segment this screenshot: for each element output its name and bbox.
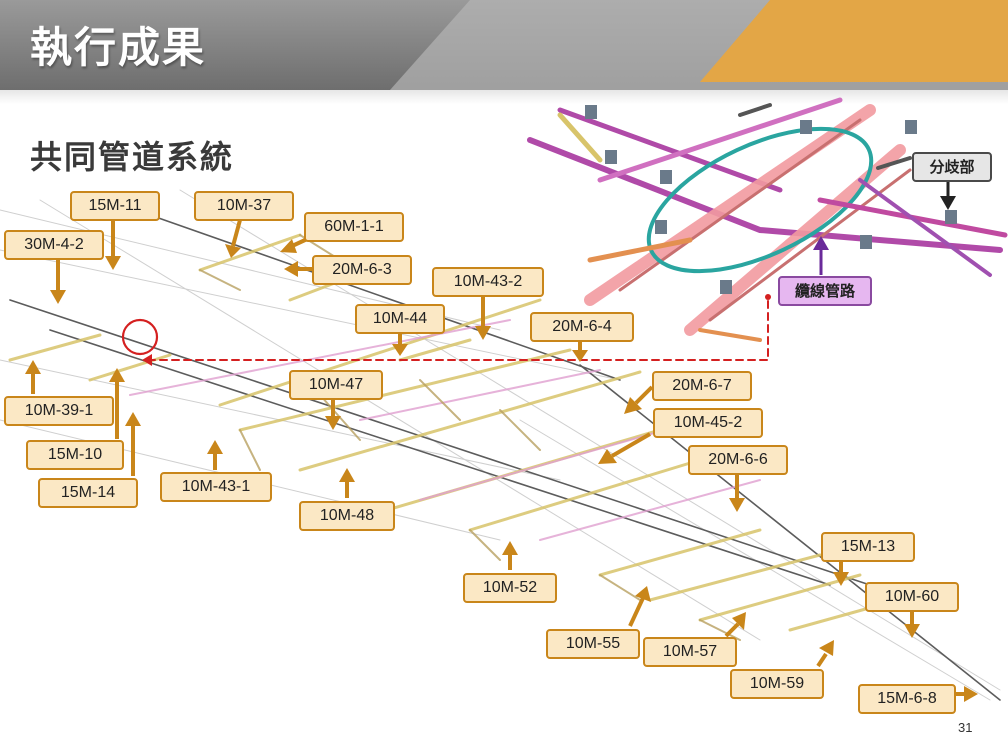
road-label-20m-6-3: 20M-6-3: [312, 255, 412, 285]
tunnel-3d-inset: [527, 97, 1008, 342]
road-label-20m-6-7: 20M-6-7: [652, 371, 752, 401]
road-label-15m-11: 15M-11: [70, 191, 160, 221]
road-label-15m-14: 15M-14: [38, 478, 138, 508]
road-label-10m-55: 10M-55: [546, 629, 640, 659]
road-label-10m-52: 10M-52: [463, 573, 557, 603]
road-label-20m-6-6: 20M-6-6: [688, 445, 788, 475]
road-label-10m-48: 10M-48: [299, 501, 395, 531]
road-label-15m-6-8: 15M-6-8: [858, 684, 956, 714]
road-label-10m-59: 10M-59: [730, 669, 824, 699]
road-label-10m-43-1: 10M-43-1: [160, 472, 272, 502]
road-label-20m-6-4: 20M-6-4: [530, 312, 634, 342]
road-label-10m-60: 10M-60: [865, 582, 959, 612]
page-number: 31: [958, 720, 973, 735]
road-label-10m-44: 10M-44: [355, 304, 445, 334]
road-label-30m-4-2: 30M-4-2: [4, 230, 104, 260]
slide-subtitle: 共同管道系統: [30, 138, 235, 176]
road-label-10m-39-1: 10M-39-1: [4, 396, 114, 426]
road-label-15m-10: 15M-10: [26, 440, 124, 470]
slide-title: 執行成果: [30, 23, 207, 72]
road-label-10m-57: 10M-57: [643, 637, 737, 667]
road-label-10m-47: 10M-47: [289, 370, 383, 400]
cable-callout: 纜線管路: [778, 276, 872, 306]
branch-callout: 分歧部: [912, 152, 992, 182]
road-label-10m-43-2: 10M-43-2: [432, 267, 544, 297]
road-label-60m-1-1: 60M-1-1: [304, 212, 404, 242]
road-label-15m-13: 15M-13: [821, 532, 915, 562]
road-label-10m-37: 10M-37: [194, 191, 294, 221]
road-label-10m-45-2: 10M-45-2: [653, 408, 763, 438]
inset-arrows: [813, 180, 956, 275]
header-band: [0, 0, 1008, 104]
